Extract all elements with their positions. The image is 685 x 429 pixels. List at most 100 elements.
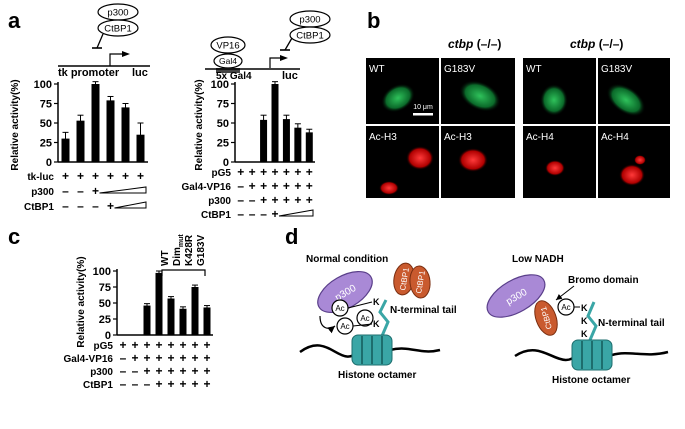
- a1-y-axis-label: Relative activity(%): [10, 79, 21, 170]
- a2-row-label: pG5: [212, 168, 232, 179]
- a1-bar: [91, 84, 100, 162]
- a2-row-sign: –: [237, 207, 244, 221]
- c-row-sign: –: [120, 351, 127, 365]
- a2-row-sign: +: [260, 193, 267, 207]
- c-row-sign: +: [155, 351, 162, 365]
- a2-row-sign: –: [249, 207, 256, 221]
- d-right-k-1: K: [581, 303, 588, 313]
- a2-row-label: CtBP1: [201, 210, 231, 221]
- a1-row-sign: –: [62, 184, 69, 198]
- a1-row-sign: –: [92, 199, 99, 213]
- a2-bar: [282, 119, 290, 162]
- c-row-sign: +: [167, 351, 174, 365]
- a1-bar: [106, 100, 115, 162]
- a2-row-sign: +: [283, 193, 290, 207]
- c-row-sign: +: [155, 338, 162, 352]
- a2-bar: [294, 127, 302, 162]
- b-group1-title: ctbp (–/–): [448, 37, 501, 51]
- d-left-k-2: K: [373, 319, 380, 329]
- c-row-sign: –: [132, 364, 139, 378]
- a1-bubble-p300: p300: [107, 8, 128, 19]
- a1-row-sign: +: [137, 169, 144, 183]
- c-row-sign: +: [191, 377, 198, 391]
- d-normal-condition: Normal condition p300 CtBP1 CtBP1 Ac Ac …: [299, 254, 457, 381]
- a1-row-label: p300: [31, 187, 54, 198]
- a2-bar: [271, 84, 279, 162]
- c-row-sign: –: [144, 377, 151, 391]
- c-row-sign: +: [131, 338, 138, 352]
- a1-bar: [136, 134, 145, 162]
- c-row-sign: +: [179, 364, 186, 378]
- c-bar: [155, 272, 163, 335]
- c-y-tick-label: 25: [99, 314, 111, 326]
- a2-y-tick-label: 0: [223, 157, 229, 169]
- d-left-k-1: K: [373, 297, 380, 307]
- c-row-label: CtBP1: [83, 380, 113, 391]
- a2-row-sign: +: [249, 165, 256, 179]
- panel-letter-d: d: [285, 224, 298, 249]
- a2-row-sign: +: [237, 165, 244, 179]
- c-row-sign: +: [167, 364, 174, 378]
- a2-row-sign: –: [249, 193, 256, 207]
- a1-y-tick-label: 25: [40, 138, 52, 150]
- c-row-sign: +: [179, 377, 186, 391]
- a2-row-sign: +: [271, 179, 278, 193]
- a2-row-sign: –: [237, 179, 244, 193]
- a2-row-sign: +: [306, 193, 313, 207]
- a1-wedge: [114, 201, 147, 209]
- c-row-sign: +: [203, 364, 210, 378]
- c-row-sign: +: [143, 338, 150, 352]
- b-label-3: Ac-H3: [369, 132, 397, 143]
- a2-row-sign: +: [306, 165, 313, 179]
- d-right-ac: Ac: [561, 303, 570, 312]
- b-scale-bar: 10 μm: [413, 104, 433, 111]
- a1-row-sign: –: [62, 199, 69, 213]
- a1-bar: [61, 138, 70, 162]
- a2-bar: [305, 132, 313, 162]
- a1-bar: [121, 107, 130, 162]
- c-row-sign: +: [179, 338, 186, 352]
- b-label-7: Ac-H4: [526, 132, 554, 143]
- c-variant-k428r: K428R: [184, 234, 195, 266]
- a1-schematic: p300 CtBP1 tk promoter luc: [58, 3, 150, 79]
- c-row-sign: +: [203, 338, 210, 352]
- a1-row-label: CtBP1: [24, 202, 54, 213]
- c-row-label: pG5: [94, 341, 114, 352]
- c-row-sign: +: [203, 377, 210, 391]
- d-left-ctbp-a: CtBP1: [398, 266, 411, 291]
- a1-bubble-ctbp1: CtBP1: [104, 24, 131, 35]
- d-left-title: Normal condition: [306, 254, 388, 265]
- c-y-tick-label: 0: [105, 330, 111, 342]
- a2-row-label: p300: [208, 196, 231, 207]
- c-bar: [203, 307, 211, 335]
- c-variant-labels: WT Dimmut K428R G183V: [160, 234, 207, 276]
- c-bar: [179, 308, 187, 335]
- a2-reporter-label: luc: [282, 70, 298, 82]
- panel-letter-a: a: [8, 8, 21, 33]
- a1-y-tick-label: 75: [40, 99, 52, 111]
- a1-y-tick-label: 0: [46, 157, 52, 169]
- d-right-k-3: K: [581, 329, 588, 339]
- c-row-sign: +: [155, 377, 162, 391]
- c-bar: [167, 298, 175, 335]
- a2-row-sign: +: [294, 193, 301, 207]
- a2-row-sign: +: [260, 179, 267, 193]
- d-right-title: Low NADH: [512, 254, 564, 265]
- a2-bubble-ctbp1: CtBP1: [296, 31, 323, 42]
- a1-bar: [76, 120, 85, 162]
- c-row-sign: +: [131, 351, 138, 365]
- c-variant-g183v: G183V: [196, 235, 207, 266]
- a2-row-sign: +: [283, 179, 290, 193]
- d-left-ac-2: Ac: [340, 322, 349, 331]
- a2-bar: [260, 119, 268, 162]
- c-row-sign: +: [143, 364, 150, 378]
- d-left-ac-1: Ac: [335, 304, 344, 313]
- c-variant-dim: Dimmut: [172, 234, 185, 266]
- a1-row-sign: +: [92, 169, 99, 183]
- c-y-axis-label: Relative activity(%): [76, 256, 87, 347]
- a2-y-tick-label: 100: [211, 79, 229, 91]
- a2-row-sign: +: [271, 165, 278, 179]
- panel-letter-c: c: [8, 224, 20, 249]
- a1-row-sign: –: [77, 184, 84, 198]
